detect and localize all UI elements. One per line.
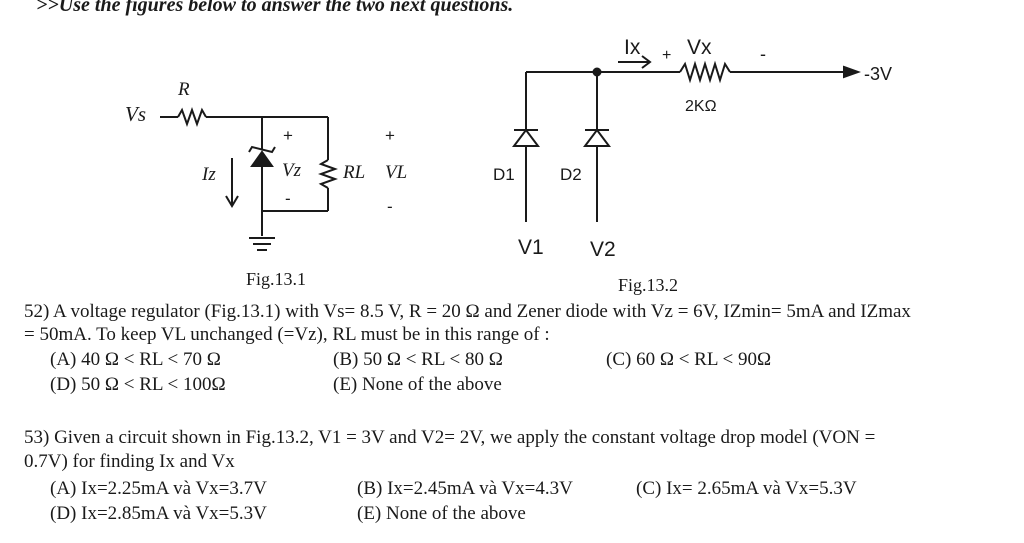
q53-option-e[interactable]: (E) None of the above	[357, 503, 526, 524]
q53-line1: 53) Given a circuit shown in Fig.13.2, V…	[24, 427, 876, 448]
resistor-2k	[679, 60, 731, 84]
diode-d1	[512, 128, 540, 147]
q52-line2: = 50mA. To keep VL unchanged (=Vz), RL m…	[24, 324, 550, 345]
q53-option-c[interactable]: (C) Ix= 2.65mA và Vx=5.3V	[636, 478, 857, 499]
vz-plus-sign: +	[283, 126, 293, 145]
supply-arrow	[843, 65, 861, 79]
vz-label: Vz	[282, 160, 302, 181]
q53-option-b[interactable]: (B) Ix=2.45mA và Vx=4.3V	[357, 478, 573, 499]
v2-label: V2	[590, 238, 616, 261]
iz-label: Iz	[201, 164, 216, 185]
header-instruction: >>Use the figures below to answer the tw…	[36, 0, 514, 16]
vz-minus-sign: -	[285, 189, 291, 208]
fig-13-2-circuit	[512, 55, 861, 222]
q52-option-b[interactable]: (B) 50 Ω < RL < 80 Ω	[333, 349, 503, 370]
vl-label: VL	[385, 162, 407, 183]
q53-line2: 0.7V) for finding Ix and Vx	[24, 451, 235, 472]
q52-option-e[interactable]: (E) None of the above	[333, 374, 502, 395]
ix-label: Ix	[624, 36, 641, 59]
supply-label: -3V	[864, 64, 892, 84]
fig-13-1-circuit	[160, 107, 338, 251]
vs-label: Vs	[125, 102, 146, 126]
v1-label: V1	[518, 236, 544, 259]
q53-option-d[interactable]: (D) Ix=2.85mA và Vx=5.3V	[50, 503, 267, 524]
rl-label: RL	[342, 162, 365, 183]
r-label: R	[177, 79, 190, 100]
zener-diode	[250, 150, 274, 167]
d1-label: D1	[493, 165, 515, 184]
resistor-r	[177, 107, 207, 127]
resistor-value-label: 2KΩ	[685, 98, 717, 115]
vl-minus-sign: -	[387, 197, 393, 216]
q53-option-a[interactable]: (A) Ix=2.25mA và Vx=3.7V	[50, 478, 267, 499]
diode-d2	[583, 128, 611, 147]
q52-option-d[interactable]: (D) 50 Ω < RL < 100Ω	[50, 374, 226, 395]
ix-arrow	[641, 55, 652, 69]
fig-13-1-caption: Fig.13.1	[246, 269, 306, 289]
q52-option-a[interactable]: (A) 40 Ω < RL < 70 Ω	[50, 349, 221, 370]
vx-plus-sign: +	[662, 47, 671, 64]
resistor-rl	[318, 159, 338, 189]
vx-minus-sign: -	[760, 44, 766, 64]
q52-line1: 52) A voltage regulator (Fig.13.1) with …	[24, 301, 911, 322]
q52-option-c[interactable]: (C) 60 Ω < RL < 90Ω	[606, 349, 772, 370]
d2-label: D2	[560, 165, 582, 184]
iz-arrow	[225, 195, 239, 208]
vx-label: Vx	[687, 36, 712, 59]
vl-plus-sign: +	[385, 126, 395, 145]
fig-13-2-caption: Fig.13.2	[618, 275, 678, 295]
